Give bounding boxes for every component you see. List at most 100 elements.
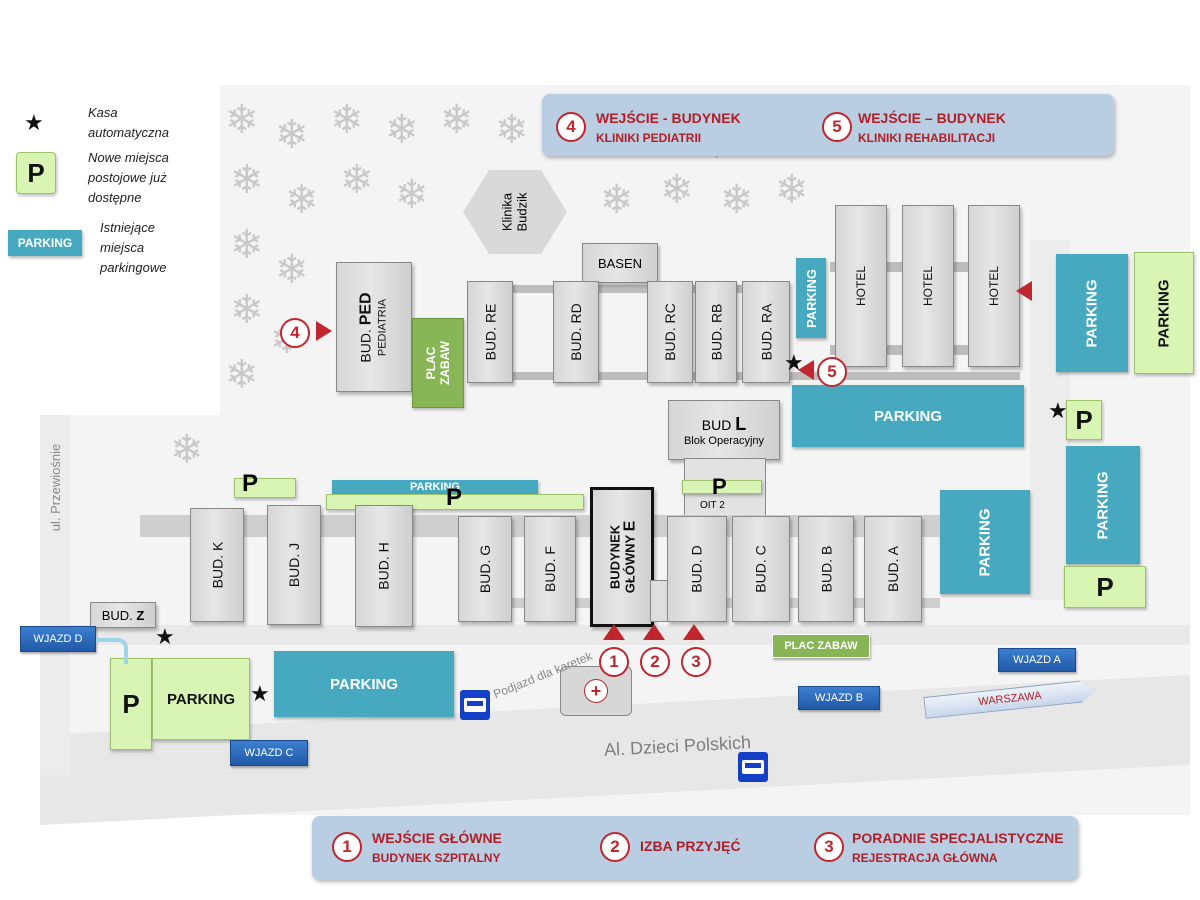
basen-label: BASEN (597, 255, 643, 271)
entry-3-label: PORADNIE SPECJALISTYCZNE REJESTRACJA GŁÓ… (852, 828, 1064, 868)
bud-k-building: BUD. K (190, 508, 244, 622)
entry-2-label: IZBA PRZYJĘĆ (640, 838, 741, 854)
plac-zabaw-line1: PLAC (424, 346, 438, 380)
wjazd-d-arrow (96, 638, 128, 664)
bud-re-label: BUD. RE (482, 303, 499, 361)
bud-b-building: BUD. B (798, 516, 854, 622)
new-parking-bottom: PARKING (152, 658, 250, 740)
hotel-2-label: HOTEL (920, 265, 935, 307)
budzik-line2: Budzik (515, 192, 530, 232)
parking-strip: PARKING (332, 480, 538, 494)
parking-strip-label: PARKING (410, 481, 460, 493)
bud-rd-building: BUD. RD (553, 281, 599, 383)
tree-icon: ❄ (230, 158, 264, 202)
bud-c-building: BUD. C (732, 516, 790, 622)
bud-rb-building: BUD. RB (695, 281, 737, 383)
bud-z-bold: Z (136, 607, 145, 623)
parking-east-mid-label: PARKING (1094, 470, 1112, 540)
tree-icon: ❄ (385, 108, 419, 152)
bud-g-building: BUD. G (458, 516, 512, 622)
star-icon: ★ (250, 681, 270, 706)
entry-5-label: WEJŚCIE – BUDYNEK KLINIKI REHABILITACJI (858, 108, 1006, 148)
budzik-line1: Klinika (500, 192, 515, 232)
bud-e-line1: BUDYNEK (607, 524, 623, 590)
parking-east-mid: PARKING (1066, 446, 1140, 564)
bud-ra-label: BUD. RA (758, 303, 775, 361)
tree-icon: ❄ (395, 173, 429, 217)
new-parking-strip-p: P (446, 484, 463, 511)
entrance-arrow-icon (1016, 281, 1032, 301)
tree-icon: ❄ (440, 98, 474, 142)
parking-east-green-label: PARKING (1155, 278, 1173, 348)
entry-3-line2: REJESTRACJA GŁÓWNA (852, 851, 998, 865)
legend-new-line1: Nowe miejsca (88, 150, 169, 165)
bud-rb-label: BUD. RB (708, 303, 725, 361)
tree-icon: ❄ (225, 353, 259, 397)
legend-existing-line1: Istniejące (100, 220, 155, 235)
new-parking-oit (682, 480, 762, 494)
parking-rehab: PARKING (796, 258, 826, 338)
entry-3-line1: PORADNIE SPECJALISTYCZNE (852, 830, 1064, 846)
new-parking-bottom-label: PARKING (166, 690, 236, 708)
plac-zabaw-line2: ZABAW (438, 341, 452, 385)
tree-icon: ❄ (495, 108, 529, 152)
bus-stop-icon (738, 752, 768, 782)
legend-new-parking: Nowe miejsca postojowe już dostępne (88, 148, 169, 208)
bud-z-prefix: BUD. (101, 607, 137, 623)
parking-center: PARKING (792, 385, 1024, 447)
basen-building: BASEN (582, 243, 658, 283)
star-icon: ★ (1048, 398, 1068, 423)
tree-icon: ❄ (230, 288, 264, 332)
new-parking-bottom-p: P (110, 658, 152, 750)
entry-5-line1: WEJŚCIE – BUDYNEK (858, 110, 1006, 126)
parking-east-top: PARKING (1056, 254, 1128, 372)
bud-k-label: BUD. K (209, 541, 225, 589)
new-parking-bottom-p-label: P (122, 688, 140, 719)
tree-icon: ❄ (275, 248, 309, 292)
entry-5-line2: KLINIKI REHABILITACJI (858, 131, 996, 145)
star-icon: ★ (784, 350, 804, 375)
parking-bottom-label: PARKING (329, 675, 399, 693)
bud-ped-sub: PEDIATRIA (376, 298, 389, 356)
bud-f-label: BUD. F (541, 546, 558, 592)
bud-f-building: BUD. F (524, 516, 576, 622)
legend-existing-parking: Istniejące miejsca parkingowe (100, 218, 167, 278)
hotel-2-building: HOTEL (902, 205, 954, 367)
marker-2: 2 (640, 647, 670, 677)
entry-4-label: WEJŚCIE - BUDYNEK KLINIKI PEDIATRII (596, 108, 741, 148)
marker-3: 3 (681, 647, 711, 677)
entrance-arrow-icon (643, 624, 665, 640)
legend-existing-line3: parkingowe (100, 260, 167, 275)
plac-zabaw-top: PLAC ZABAW (412, 318, 464, 408)
new-parking-oit-p: P (712, 474, 727, 499)
new-parking-east-2-p: P (1096, 571, 1114, 602)
new-parking-east-1-p: P (1075, 404, 1093, 435)
entrance-arrow-icon (798, 360, 814, 380)
bud-l-bold: L (735, 413, 747, 434)
legend-p-symbol: P (27, 157, 45, 188)
bud-e-building: BUDYNEK GŁÓWNY E (590, 487, 654, 627)
bud-a-label: BUD. A (885, 546, 901, 592)
street-przewiosnie: ul. Przewiośnie (48, 443, 64, 532)
warszawa-label: WARSZAWA (977, 689, 1043, 709)
bud-ped-building: BUD. PED PEDIATRIA (336, 262, 412, 392)
wjazd-d: WJAZD D (20, 626, 96, 652)
wjazd-a: WJAZD A (998, 648, 1076, 672)
parking-east-lower: PARKING (940, 490, 1030, 594)
legend-existing-label: PARKING (17, 236, 73, 250)
legend-kasa-line1: Kasa (88, 105, 118, 120)
parking-center-label: PARKING (873, 407, 943, 425)
tree-icon: ❄ (720, 178, 754, 222)
legend-kasa: Kasa automatyczna (88, 103, 169, 143)
new-parking-east-2: P (1064, 566, 1146, 608)
oit-label: OIT 2 (700, 500, 725, 511)
bud-l-building: BUD L Blok Operacyjny (668, 400, 780, 460)
entrance-arrow-icon (603, 624, 625, 640)
marker-4: 4 (280, 318, 310, 348)
bud-e-annex (650, 580, 668, 622)
tree-icon: ❄ (600, 178, 634, 222)
tree-icon: ❄ (775, 168, 809, 212)
wjazd-c: WJAZD C (230, 740, 308, 766)
bud-rc-label: BUD. RC (662, 303, 678, 361)
parking-bottom: PARKING (274, 651, 454, 717)
